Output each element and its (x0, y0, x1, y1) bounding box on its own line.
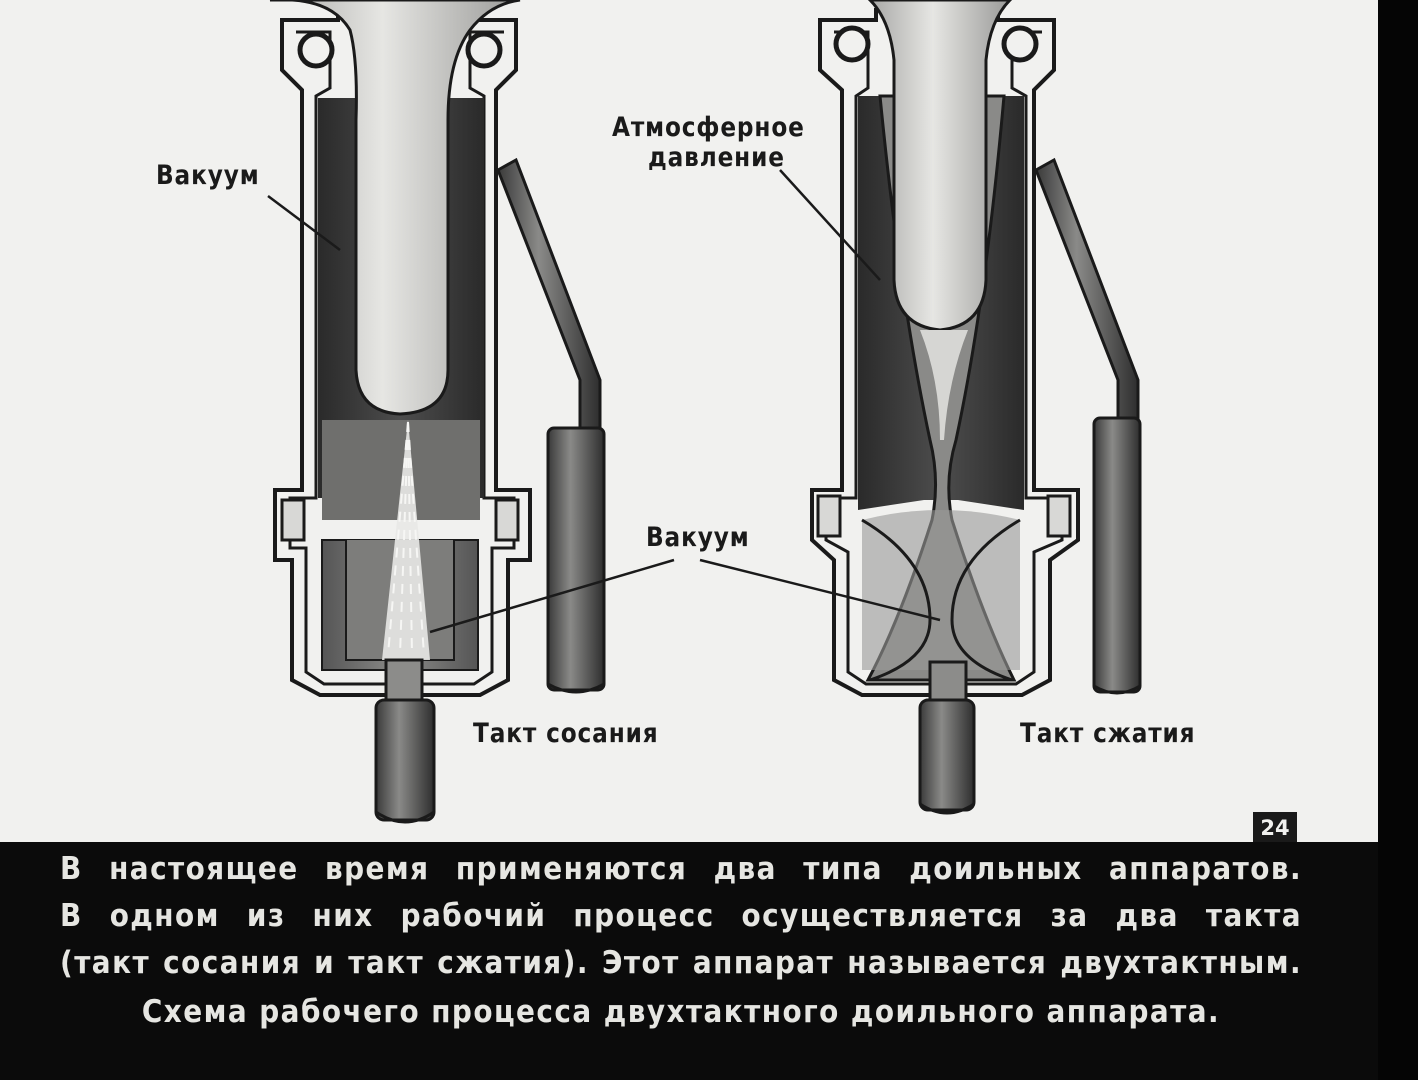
suction-teat (270, 0, 521, 416)
compression-cup (810, 0, 1142, 815)
leader-lines (267, 169, 941, 634)
label-atmospheric-line2: давление (648, 142, 785, 173)
caption-line-1: В настоящее время применяются два типа д… (60, 851, 1302, 887)
label-compression-stroke: Такт сжатия (1020, 718, 1196, 749)
diagram-slide: Вакуум Атмосферное давление Вакуум Такт … (0, 0, 1378, 842)
suction-milk-hose (374, 698, 436, 822)
leader-center-vacuum-left (429, 558, 675, 634)
label-suction-stroke: Такт сосания (473, 718, 659, 749)
slide-number-badge: 24 (1253, 812, 1297, 842)
label-atmospheric-line1: Атмосферное (612, 112, 805, 143)
leader-center-vacuum-right (699, 558, 941, 622)
film-edge (1378, 0, 1418, 1080)
label-center-vacuum: Вакуум (646, 522, 750, 553)
leader-left-vacuum (267, 195, 341, 251)
suction-air-pipe (496, 157, 602, 432)
caption-line-2: В одном из них рабочий процесс осуществл… (60, 898, 1302, 934)
compression-milk-hose (918, 698, 976, 812)
caption-block: В настоящее время применяются два типа д… (60, 846, 1310, 1036)
compression-air-pipe (1034, 157, 1140, 432)
compression-teat (867, 0, 1013, 332)
label-left-vacuum: Вакуум (156, 160, 260, 191)
caption-line-4: Схема рабочего процесса двухтактного дои… (141, 994, 1221, 1030)
teat-cup-diagram (267, 0, 1142, 824)
suction-cup (270, 0, 606, 824)
caption-line-3: (такт сосания и такт сжатия). Этот аппар… (60, 945, 1302, 981)
leader-atmospheric (779, 169, 881, 281)
